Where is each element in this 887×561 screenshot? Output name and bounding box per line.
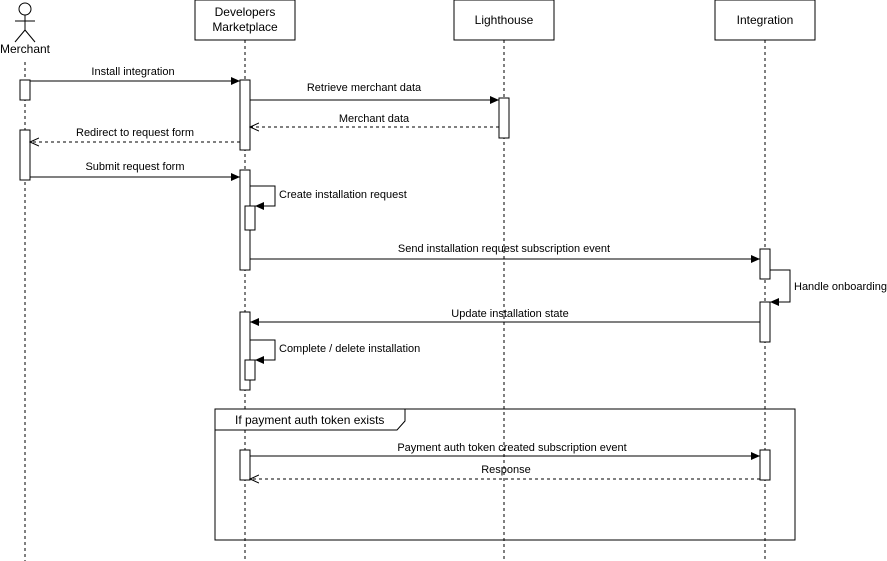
participant-lighthouse: Lighthouse [453,0,555,41]
submit-request-form-label: Submit request form [85,161,184,173]
integration-activation-3 [759,449,771,481]
handle-onboarding-label: Handle onboarding [794,281,887,293]
payment-event-label: Payment auth token created subscription … [397,442,626,454]
participant-developers-marketplace: Developers Marketplace [194,0,296,41]
merchant-actor-icon [14,2,36,43]
merchant-data-label: Merchant data [339,113,410,125]
marketplace-label-line1: Developers [215,5,276,19]
integration-label: Integration [737,13,794,27]
install-integration-label: Install integration [91,66,174,78]
marketplace-label-line2: Marketplace [212,20,278,34]
merchant-activation-1 [19,79,31,101]
response-label: Response [481,464,531,476]
handle-onboarding-arrow [770,269,791,306]
lighthouse-activation [498,97,510,139]
lighthouse-label: Lighthouse [475,13,534,27]
merchant-activation-2 [19,129,31,181]
marketplace-activation-4 [239,449,251,481]
complete-delete-installation-arrow [250,339,276,364]
update-installation-state-label: Update installation state [451,308,568,320]
merchant-label: Merchant [0,42,51,56]
send-installation-event-label: Send installation request subscription e… [398,243,610,255]
fragment-label-tab [214,408,406,431]
integration-activation-1 [759,248,771,280]
fragment-label: If payment auth token exists [235,413,384,427]
create-installation-request-arrow [250,185,276,210]
integration-activation-2 [759,301,771,343]
complete-delete-installation-label: Complete / delete installation [279,343,420,355]
retrieve-merchant-data-label: Retrieve merchant data [307,82,422,94]
redirect-request-form-label: Redirect to request form [76,127,194,139]
marketplace-self-activation-1 [244,205,256,231]
participant-integration: Integration [714,0,816,41]
marketplace-activation-3 [239,311,251,391]
create-installation-request-label: Create installation request [279,189,407,201]
conditional-fragment [214,408,796,541]
marketplace-self-activation-2 [244,359,256,381]
marketplace-activation-1 [239,79,251,151]
